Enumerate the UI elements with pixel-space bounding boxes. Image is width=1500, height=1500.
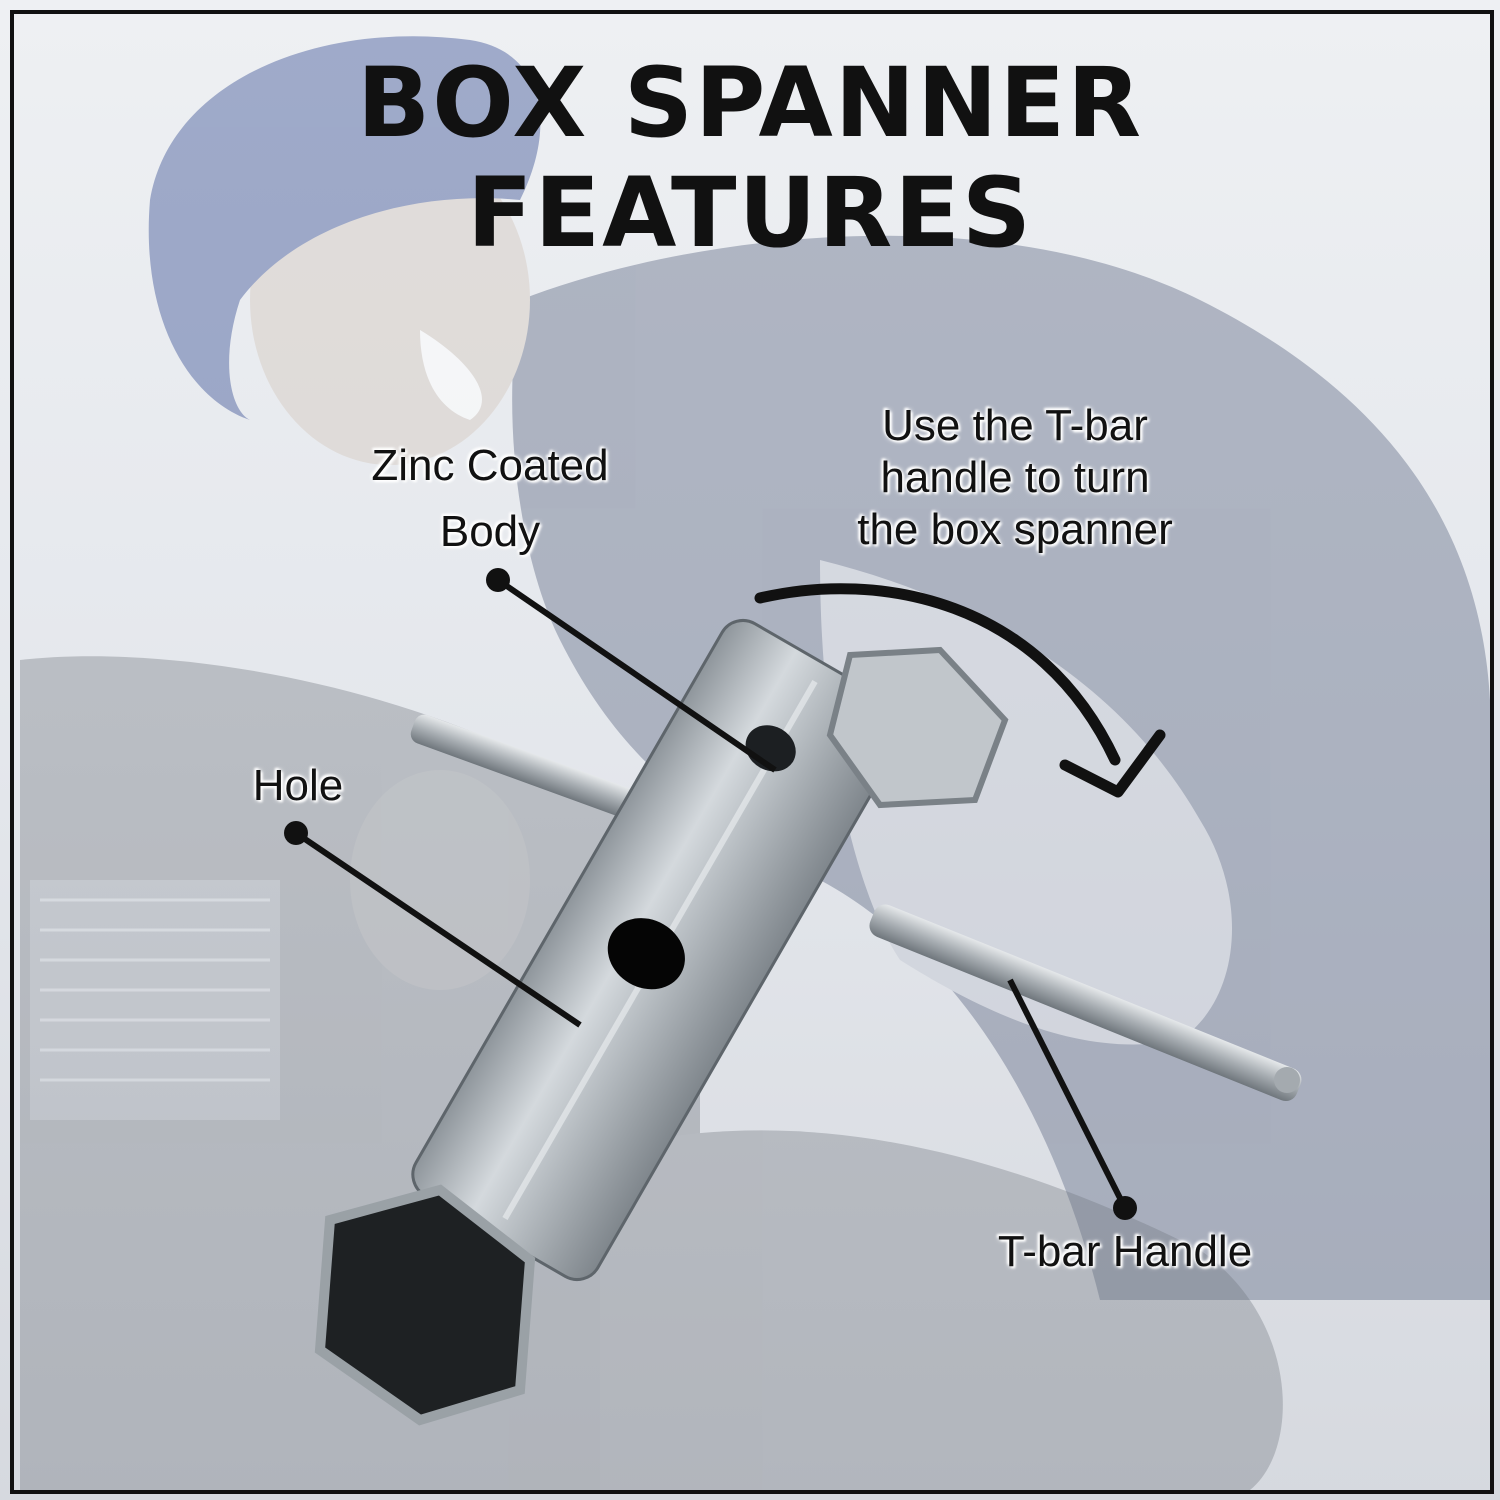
tbar-handle-callout-label: T-bar Handle xyxy=(997,1227,1253,1276)
title-line-1: BOX SPANNER xyxy=(357,47,1143,159)
tbar-use-callout: Use the T-bar handle to turn the box spa… xyxy=(815,400,1215,556)
hole-callout-dot xyxy=(284,821,308,845)
tbar-use-line-2: handle to turn xyxy=(880,453,1150,502)
title-line-2: FEATURES xyxy=(466,157,1034,269)
zinc-callout-label: Zinc Coated Body xyxy=(340,440,640,558)
tbar-use-line-3: the box spanner xyxy=(857,505,1173,554)
rotation-arrow xyxy=(754,583,1166,798)
tbar-callout-dot xyxy=(1113,1196,1137,1220)
callout-leaders xyxy=(284,568,1137,1220)
zinc-callout-line-1: Zinc Coated xyxy=(371,441,609,490)
hole-callout-label: Hole xyxy=(252,761,344,810)
box-spanner xyxy=(314,618,1302,1426)
zinc-callout-line-2: Body xyxy=(439,507,541,556)
zinc-callout-dot xyxy=(486,568,510,592)
tbar-use-line-1: Use the T-bar xyxy=(882,401,1148,450)
